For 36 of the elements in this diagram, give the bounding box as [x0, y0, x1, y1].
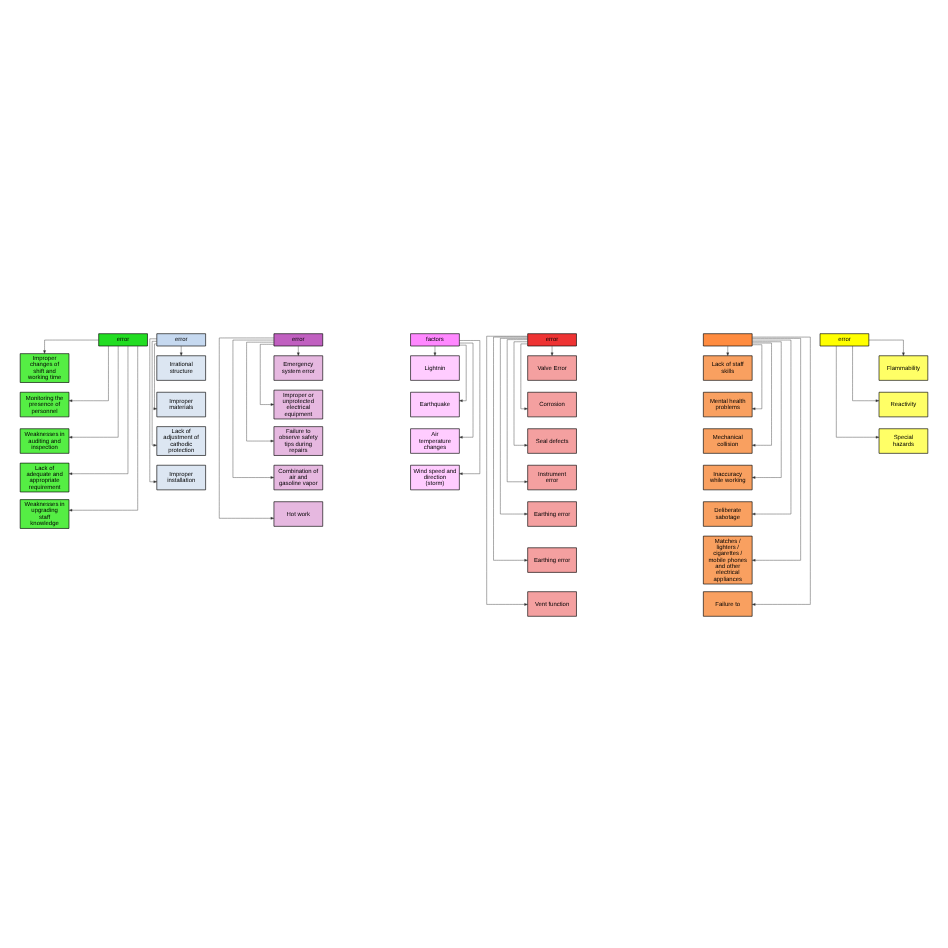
arrow [153, 342, 157, 410]
arrow [459, 341, 474, 438]
arrow [68, 344, 119, 438]
arrow [726, 344, 729, 355]
node-box [703, 332, 753, 346]
arrow [433, 344, 437, 355]
arrow [486, 335, 528, 605]
arrow [836, 344, 880, 438]
arrow [550, 344, 554, 355]
arrow [752, 341, 772, 446]
arrow [459, 343, 467, 401]
arrow [520, 342, 528, 410]
arrow [513, 340, 528, 446]
arrow [246, 340, 275, 442]
arrow [751, 340, 782, 478]
arrow [297, 344, 300, 355]
arrow [752, 337, 801, 561]
arrow [751, 338, 792, 515]
arrow [500, 337, 528, 515]
arrow [751, 343, 763, 410]
arrow [219, 336, 275, 519]
arrow [43, 338, 99, 353]
arrow [68, 344, 129, 474]
arrow [506, 338, 528, 483]
arrow [868, 338, 905, 355]
arrow [179, 344, 183, 355]
arrow [151, 340, 157, 446]
arrow [852, 344, 880, 401]
arrow [68, 344, 109, 401]
arrow [493, 335, 528, 561]
arrow [260, 343, 275, 405]
arrow [149, 337, 157, 483]
arrow [232, 338, 274, 478]
arrow [459, 339, 481, 474]
arrow [68, 344, 138, 511]
arrow [752, 335, 811, 605]
